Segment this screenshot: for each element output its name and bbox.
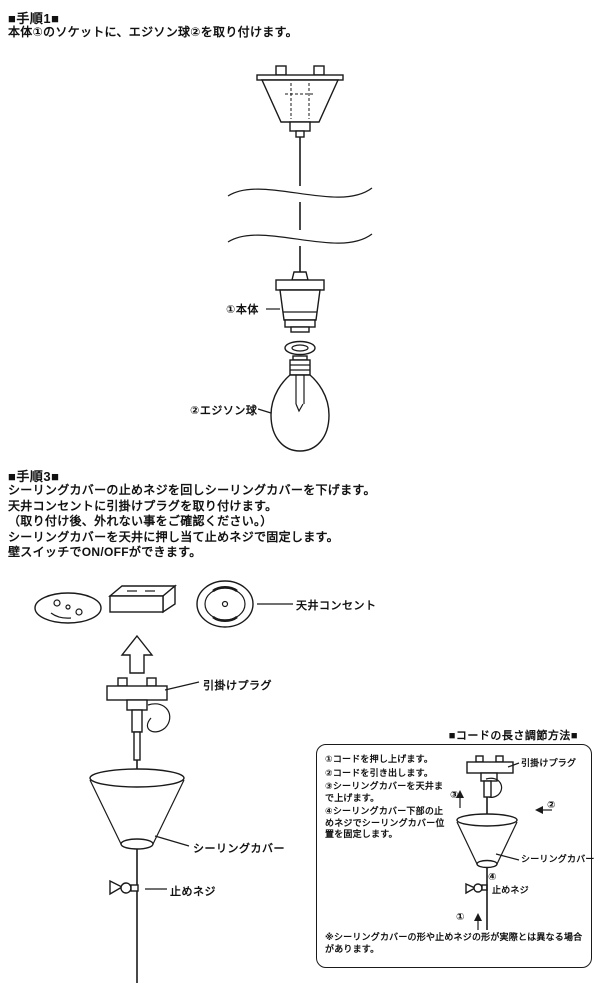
step1-instruction: 本体①のソケットに、エジソン球②を取り付けます。 <box>8 25 298 39</box>
step3-heading: ■手順3■ <box>8 469 60 484</box>
mini-arrow-up-3 <box>456 790 464 808</box>
step3-line: シーリングカバーを天井に押し当て止めネジで固定します。 <box>8 529 339 544</box>
label-set-screw: 止めネジ <box>170 886 216 898</box>
cord-adjust-step: ③シーリングカバーを天井まで上げます。 <box>325 781 444 803</box>
loose-ring <box>284 340 316 356</box>
cord-adjust-step: ②コードを引き出します。 <box>325 767 434 778</box>
cord-adjust-step: ①コードを押し上げます。 <box>325 754 434 764</box>
up-arrow <box>120 634 154 674</box>
label-ceiling-outlet: 天井コンセント <box>296 600 377 612</box>
hook-plug <box>106 677 200 761</box>
mounting-diagram <box>34 580 293 983</box>
mini-label-hook-plug: 引掛けプラグ <box>521 758 577 768</box>
step3-line: （取り付け後、外れない事をご確認ください。） <box>8 514 273 528</box>
edison-bulb <box>257 355 330 452</box>
mini-hook-plug <box>466 755 520 799</box>
label-edison-bulb: ②エジソン球 <box>190 405 258 417</box>
cord-break-marks <box>227 187 373 244</box>
cord-adjust-note: ※シーリングカバーの形や止めネジの形が実際とは異なる場合があります。 <box>325 932 583 954</box>
cord-adjust-panel <box>316 744 592 968</box>
mini-ceiling-cover <box>456 813 520 869</box>
ceiling-outlet-rosette <box>34 592 102 624</box>
marker-3: ③ <box>450 790 459 801</box>
cord-adjust-steps: ①コードを押し上げます。 ②コードを引き出します。 ③シーリングカバーを天井まで… <box>325 754 447 843</box>
marker-4: ④ <box>488 872 497 883</box>
mini-arrow-left-2 <box>535 806 552 814</box>
mini-arrow-up-1 <box>474 913 482 930</box>
marker-2: ② <box>547 800 556 811</box>
label-hook-plug: 引掛けプラグ <box>203 680 272 692</box>
mini-label-set-screw: 止めネジ <box>492 885 529 895</box>
mini-label-ceiling-cover: シーリングカバー <box>521 854 595 864</box>
cord-adjust-mini-diagram <box>456 755 552 930</box>
label-ceiling-cover: シーリングカバー <box>193 843 285 855</box>
socket-body <box>266 271 325 333</box>
marker-1: ① <box>456 912 465 923</box>
thumb-screw <box>109 879 167 896</box>
ceiling-outlet-box <box>108 584 177 614</box>
cord-adjust-step: ④シーリングカバー下部の止めネジでシーリングカバー位置を固定します。 <box>325 806 445 839</box>
ceiling-cap <box>256 65 344 138</box>
step3-line: 壁スイッチでON/OFFができます。 <box>8 545 202 559</box>
mini-set-screw <box>465 882 488 895</box>
pendant-lamp-diagram <box>227 65 373 452</box>
step3-line: 天井コンセントに引掛けプラグを取り付けます。 <box>8 498 278 513</box>
ceiling-cover <box>89 768 190 850</box>
step3-line: シーリングカバーの止めネジを回しシーリングカバーを下げます。 <box>8 483 376 497</box>
label-lamp-body: ①本体 <box>226 304 259 316</box>
step3-instructions: シーリングカバーの止めネジを回しシーリングカバーを下げます。 天井コンセントに引… <box>8 483 588 561</box>
cord-adjust-title: ■コードの長さ調節方法■ <box>448 730 578 742</box>
step1-heading: ■手順1■ <box>8 11 60 26</box>
ceiling-outlet-round <box>196 580 254 628</box>
